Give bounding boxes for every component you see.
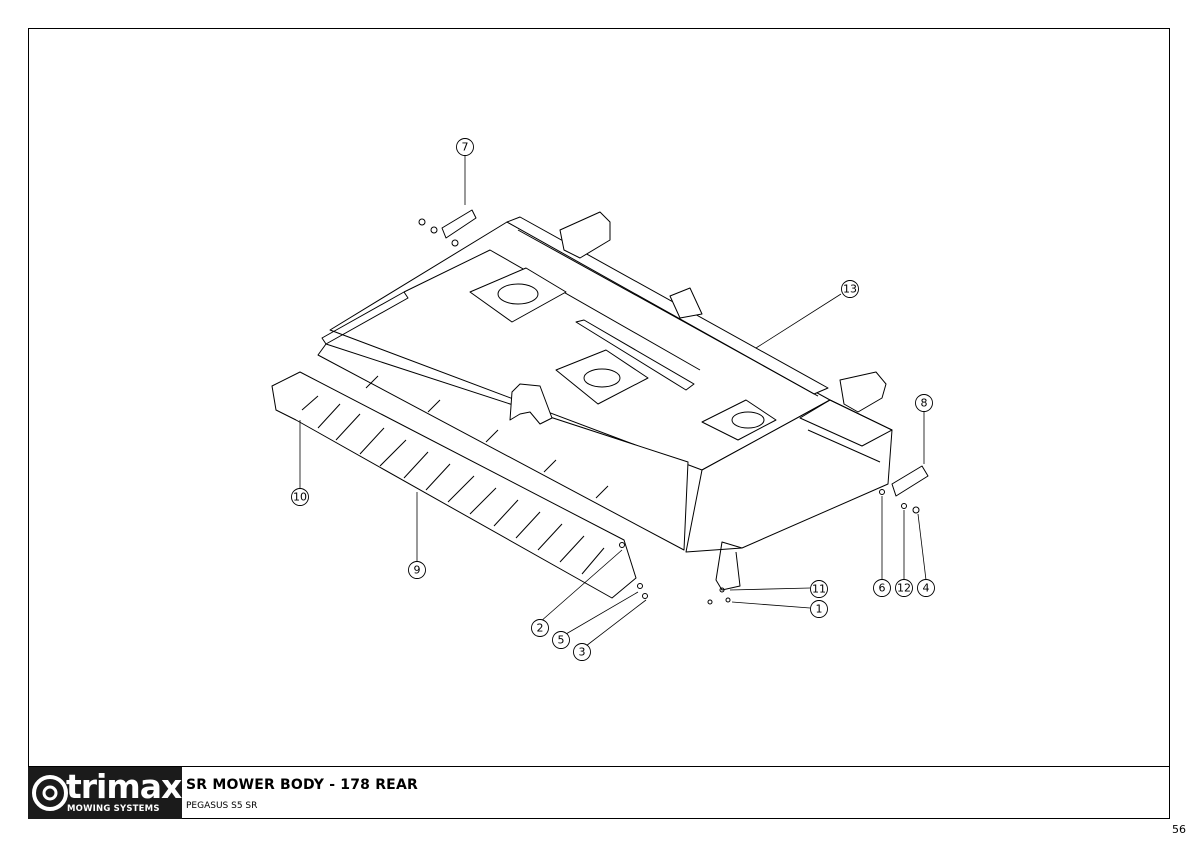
callout-4-label: 4 [923,582,930,595]
callout-6-circle [873,579,891,597]
drawing-title: SR MOWER BODY - 178 REAR [186,777,418,793]
spindle-plate-left [469,267,567,323]
callout-5-label: 5 [558,634,565,647]
model-name: PEGASUS S5 SR [186,801,258,811]
callout-8-label: 8 [921,397,928,410]
callout-12-circle [895,579,913,597]
plate-7 [441,209,477,239]
callout-8-circle [915,394,933,412]
rear-flap [271,371,637,599]
callout-10-label: 10 [293,491,307,504]
callout-balloons [291,138,935,661]
plate-8 [891,465,929,497]
spindle-plate-middle [555,349,649,405]
callout-11-circle [810,580,828,598]
exploded-parts-diagram: 7 8 13 10 9 2 5 3 11 1 6 12 4 [271,138,935,661]
right-roller-arm [839,371,887,413]
callout-1-circle [810,600,828,618]
callout-10-circle [291,488,309,506]
callout-2-circle [531,619,549,637]
logo-tagline: MOWING SYSTEMS [67,804,160,814]
callout-9-label: 9 [414,564,421,577]
rear-lip [321,291,409,345]
skirt-ridges [365,375,609,499]
left-roller-arm [559,211,611,259]
callout-1-label: 1 [816,603,823,616]
callout-7-label: 7 [462,141,469,154]
flap-slots [301,395,605,575]
callout-4-circle [917,579,935,597]
callout-6-label: 6 [879,582,886,595]
page-number: 56 [1172,823,1186,836]
trimax-logo: trimax MOWING SYSTEMS [28,767,182,819]
callout-13-label: 13 [843,283,857,296]
title-block: trimax MOWING SYSTEMS SR MOWER BODY - 17… [28,766,1170,819]
leader-lines [299,156,927,647]
callout-2-label: 2 [537,622,544,635]
hitch-bracket [509,383,553,425]
callout-12-label: 12 [897,582,911,595]
callout-7-circle [456,138,474,156]
callout-11-label: 11 [812,583,826,596]
callout-9-circle [408,561,426,579]
callout-3-circle [573,643,591,661]
front-skirt [317,343,689,551]
callout-5-circle [552,631,570,649]
callout-3-label: 3 [579,646,586,659]
logo-wordmark: trimax [66,767,182,806]
spindle-plate-right [701,399,777,441]
trimax-swirl-icon [32,775,68,811]
callout-13-circle [841,280,859,298]
drawing-sheet-border [28,28,1170,819]
